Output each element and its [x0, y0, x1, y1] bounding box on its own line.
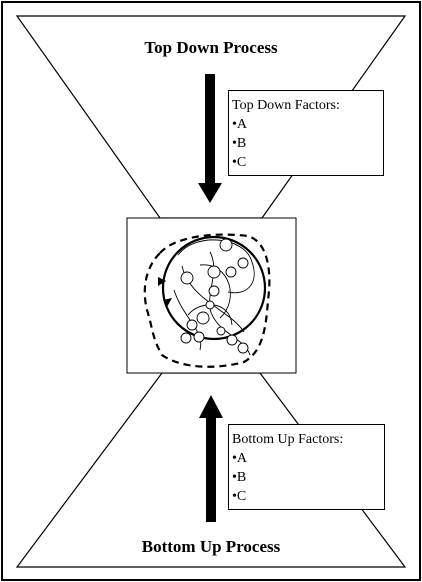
- network-node: [237, 257, 249, 269]
- network-link: [199, 264, 231, 319]
- dashed-boundary: [143, 233, 271, 368]
- network-node: [237, 342, 249, 354]
- network-node: [180, 271, 194, 285]
- down-arrow: [198, 74, 222, 203]
- network-node: [216, 326, 226, 336]
- flow-arrowhead: [158, 277, 166, 286]
- top-factors-heading: Top Down Factors:: [232, 98, 340, 113]
- network-node: [205, 300, 215, 310]
- top-factor-item: B: [232, 134, 383, 153]
- network-illustration: [143, 233, 271, 368]
- network-node: [208, 285, 220, 297]
- network-node: [196, 311, 210, 325]
- top-factor-item: A: [232, 115, 383, 134]
- bottom-process-title: Bottom Up Process: [141, 537, 281, 556]
- main-circle: [161, 235, 267, 341]
- bottom-factors-heading: Bottom Up Factors:: [232, 432, 344, 447]
- bottom-factors-box: Bottom Up Factors: A B C: [228, 424, 385, 510]
- network-node: [193, 331, 205, 343]
- up-arrow: [199, 395, 223, 522]
- flow-arrowhead: [163, 298, 172, 307]
- bottom-factor-item: B: [232, 468, 384, 487]
- network-node: [180, 332, 192, 344]
- network-node: [207, 265, 221, 279]
- network-node: [226, 334, 238, 346]
- network-node: [219, 238, 233, 252]
- network-nodes: [180, 238, 249, 354]
- bottom-factor-item: A: [232, 449, 384, 468]
- network-node: [186, 319, 198, 331]
- network-link: [177, 239, 255, 294]
- network-node: [225, 266, 237, 278]
- top-factor-item: C: [232, 153, 383, 172]
- top-factors-box: Top Down Factors: A B C: [228, 90, 384, 176]
- bottom-factor-item: C: [232, 487, 384, 506]
- top-process-title: Top Down Process: [144, 38, 278, 57]
